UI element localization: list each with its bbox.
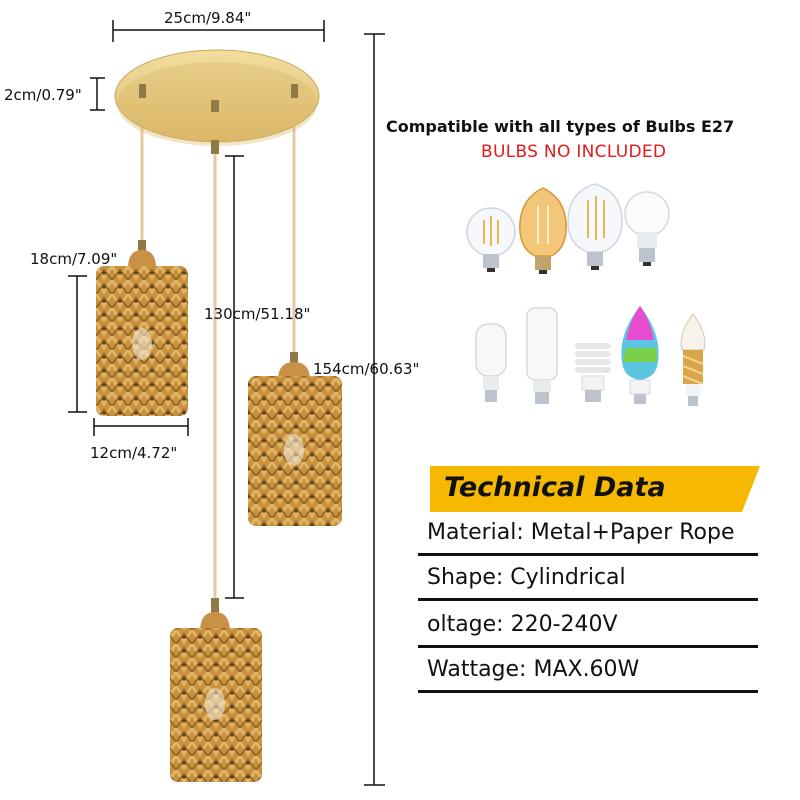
globe-filament-bulb-icon xyxy=(466,207,516,272)
bulbs-not-included-notice: BULBS NO INCLUDED xyxy=(481,142,667,162)
canopy-width-dimension xyxy=(112,20,325,42)
pendant-shade-right xyxy=(248,352,342,526)
spec-divider xyxy=(418,553,758,556)
total-height-dimension xyxy=(364,33,385,786)
corn-led-bulb-icon xyxy=(475,323,507,402)
canopy-height-label: 2cm/0.79" xyxy=(4,86,82,104)
canopy-width-label: 25cm/9.84" xyxy=(164,9,252,27)
pendant-shade-bottom xyxy=(170,598,262,782)
shade-width-dimension xyxy=(93,418,189,436)
pendant-shade-left xyxy=(96,240,188,416)
canopy-height-dimension xyxy=(90,77,105,111)
technical-data-title: Technical Data xyxy=(444,472,666,503)
spec-voltage: oltage: 220-240V xyxy=(427,612,618,637)
rgb-candle-bulb-icon xyxy=(621,306,659,404)
spec-wattage: Wattage: MAX.60W xyxy=(427,657,640,682)
amber-edison-bulb-icon xyxy=(519,187,567,274)
spec-divider xyxy=(418,690,758,693)
shade-height-dimension xyxy=(68,275,87,413)
spec-material: Material: Metal+Paper Rope xyxy=(427,520,735,545)
shade-height-label: 18cm/7.09" xyxy=(30,250,118,268)
spiral-cfl-bulb-icon xyxy=(575,343,611,402)
shade-width-label: 12cm/4.72" xyxy=(90,444,178,462)
bulb-compatibility-heading: Compatible with all types of Bulbs E27 xyxy=(386,117,735,136)
cord-length-dimension xyxy=(225,155,244,599)
st64-filament-bulb-icon xyxy=(567,183,623,270)
crystal-candle-bulb-icon xyxy=(680,312,706,406)
ceiling-canopy xyxy=(114,49,320,154)
led-a19-bulb-icon xyxy=(624,191,670,266)
cord-length-label: 130cm/51.18" xyxy=(204,305,311,323)
spec-divider xyxy=(418,598,758,601)
tube-led-bulb-icon xyxy=(526,307,558,404)
spec-divider xyxy=(418,645,758,648)
spec-shape: Shape: Cylindrical xyxy=(427,565,626,590)
technical-data-banner xyxy=(430,466,760,512)
total-height-label: 154cm/60.63" xyxy=(313,360,420,378)
